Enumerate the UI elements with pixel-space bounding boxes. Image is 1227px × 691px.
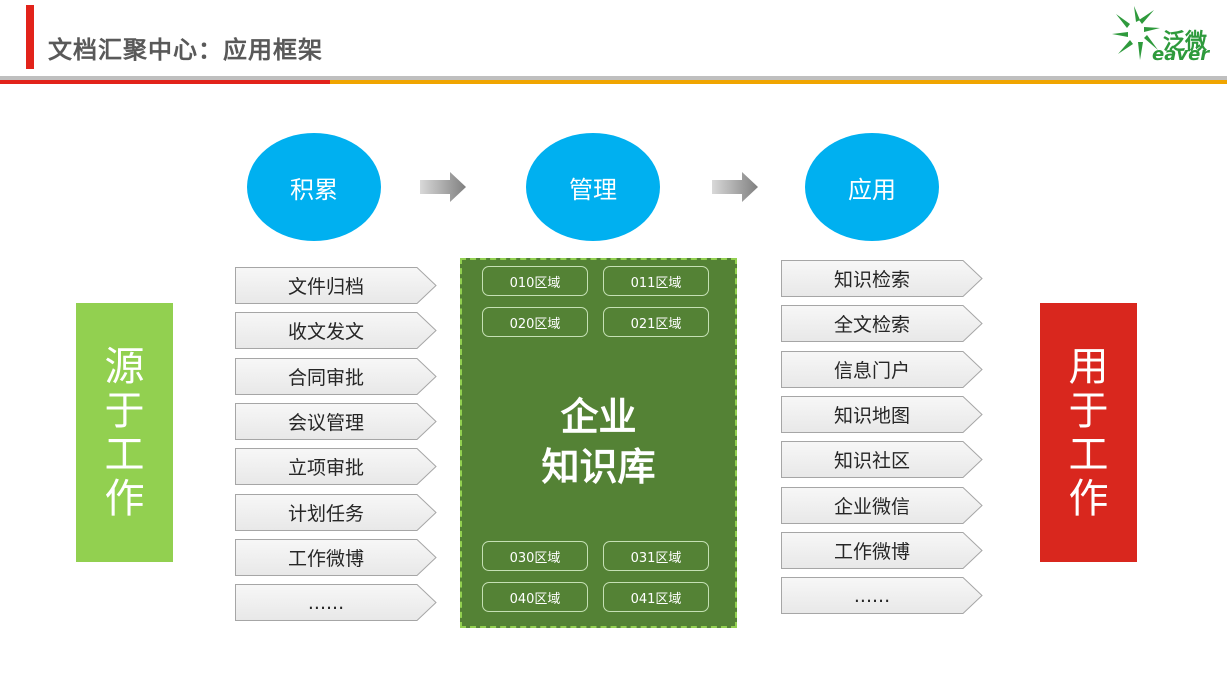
source-item-label: 工作微博 bbox=[287, 547, 364, 570]
right-banner-char: 作 bbox=[1068, 475, 1109, 522]
stage-apply: 应用 bbox=[805, 133, 939, 241]
header-divider-red bbox=[0, 80, 330, 84]
flow-arrow-icon bbox=[420, 172, 466, 202]
application-item-label: 工作微博 bbox=[833, 540, 910, 563]
application-item-label: ...... bbox=[853, 584, 891, 607]
source-item-label: 文件归档 bbox=[287, 276, 364, 298]
right-banner-char: 工 bbox=[1068, 431, 1109, 478]
knowledge-base-title-line1: 企业 bbox=[560, 395, 637, 439]
page-title: 文档汇聚中心：应用框架 bbox=[48, 36, 323, 64]
header-divider-gray bbox=[0, 76, 1227, 80]
application-item: 知识检索 bbox=[781, 260, 983, 297]
flow-arrow-icon bbox=[712, 172, 758, 202]
application-item-label: 知识地图 bbox=[833, 404, 910, 427]
zone-box: 031区域 bbox=[603, 541, 709, 571]
application-item: 信息门户 bbox=[781, 350, 983, 388]
application-item-label: 信息门户 bbox=[833, 359, 910, 382]
knowledge-base-panel bbox=[460, 258, 737, 628]
source-item: 会议管理 bbox=[235, 402, 437, 440]
left-banner-char: 作 bbox=[104, 475, 145, 522]
zone-box: 040区域 bbox=[482, 582, 588, 612]
application-item: ...... bbox=[781, 577, 983, 615]
source-item: 合同审批 bbox=[235, 357, 437, 395]
application-item-label: 企业微信 bbox=[833, 495, 910, 518]
zone-box: 030区域 bbox=[482, 541, 588, 571]
source-item: 文件归档 bbox=[235, 267, 437, 304]
right-banner: 用 于 工 作 bbox=[1040, 303, 1137, 562]
source-item-label: 会议管理 bbox=[287, 411, 364, 434]
zone-box: 010区域 bbox=[482, 266, 588, 296]
source-item-label: 计划任务 bbox=[287, 502, 364, 525]
logo-brand-cn: 泛微 bbox=[1163, 30, 1208, 55]
application-item: 工作微博 bbox=[781, 531, 983, 569]
zone-box: 011区域 bbox=[603, 266, 709, 296]
stage-manage: 管理 bbox=[526, 133, 660, 241]
source-item: 收文发文 bbox=[235, 312, 437, 350]
knowledge-base-title-line2: 知识库 bbox=[541, 445, 656, 489]
logo-brand-en: eaver bbox=[1152, 44, 1210, 65]
stage-accumulate: 积累 bbox=[247, 133, 381, 241]
zone-box: 041区域 bbox=[603, 582, 709, 612]
left-banner-char: 源 bbox=[104, 343, 145, 390]
application-item: 全文检索 bbox=[781, 305, 983, 343]
left-banner-char: 工 bbox=[104, 431, 145, 478]
weaver-logo-icon bbox=[1112, 6, 1160, 60]
application-item-label: 知识社区 bbox=[833, 450, 910, 473]
title-accent-bar bbox=[26, 5, 34, 69]
source-item: 立项审批 bbox=[235, 448, 437, 486]
source-item-label: 立项审批 bbox=[287, 457, 364, 480]
application-item: 知识地图 bbox=[781, 395, 983, 433]
right-banner-char: 用 bbox=[1068, 343, 1109, 390]
application-item: 企业微信 bbox=[781, 486, 983, 524]
left-banner: 源 于 工 作 bbox=[76, 303, 173, 562]
knowledge-base-title: 企业 知识库 bbox=[460, 392, 737, 492]
source-item-label: 合同审批 bbox=[287, 366, 364, 389]
application-item-label: 知识检索 bbox=[833, 269, 910, 291]
application-item: 知识社区 bbox=[781, 441, 983, 479]
application-item-label: 全文检索 bbox=[833, 314, 910, 337]
right-banner-char: 于 bbox=[1068, 387, 1109, 434]
zone-box: 021区域 bbox=[603, 307, 709, 337]
source-item: 工作微博 bbox=[235, 538, 437, 576]
source-item-label: ...... bbox=[307, 591, 345, 614]
zone-box: 020区域 bbox=[482, 307, 588, 337]
header-divider-orange bbox=[0, 80, 1227, 84]
source-item-label: 收文发文 bbox=[287, 321, 364, 344]
source-item: 计划任务 bbox=[235, 493, 437, 531]
left-banner-char: 于 bbox=[104, 387, 145, 434]
source-item: ...... bbox=[235, 584, 437, 622]
